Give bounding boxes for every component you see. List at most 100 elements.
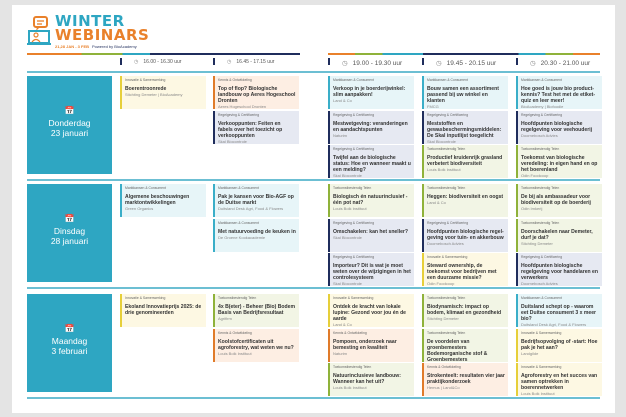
- category-label: Kennis & Ontwikkeling: [218, 78, 252, 82]
- row-divider: [27, 179, 600, 181]
- laptop-chat-icon: [27, 16, 51, 45]
- category-label: Innovatie & Samenwerking: [333, 296, 374, 300]
- powered-by: Powered by BioAcademy: [92, 44, 137, 49]
- webinar-organizer: Stichting Demeter: [427, 316, 459, 321]
- color-stripe: [27, 53, 300, 55]
- category-label: Toekomstbestendig Telen: [521, 147, 560, 151]
- webinar-title: Natuurinclusieve landbouw: Wanneer kan h…: [333, 373, 401, 385]
- webinar-title: Agroforestry en het succes van samen opt…: [521, 373, 598, 391]
- webinar-title: Verkoop in je boerderijwinkel: slim aanp…: [333, 86, 406, 98]
- category-label: Marktkansen & Consument: [218, 221, 259, 225]
- webinar-title: Productief kruidenrijk grasland verbeter…: [427, 155, 503, 167]
- clock-icon: ◷: [530, 60, 536, 67]
- webinar-title: Doorschakelen naar Demeter, durf je dat?: [521, 229, 593, 241]
- category-label: Marktkansen & Consument: [521, 296, 562, 300]
- event-dates: 21,28 JAN - 3 FEB: [55, 44, 90, 49]
- webinar-title: Bedrijfsopvolging of -start: Hoe pak je …: [521, 339, 598, 351]
- row-divider: [27, 397, 600, 399]
- webinar-title: Strokenteelt: resultaten vier jaar prakt…: [427, 373, 505, 385]
- webinar-organizer: Stichting Demeter | BioAcademy: [125, 92, 183, 97]
- category-label: Kennis & Ontwikkeling: [333, 331, 367, 335]
- category-label: Regelgeving & Certificering: [333, 113, 375, 117]
- category-label: Regelgeving & Certificering: [521, 113, 563, 117]
- webinar-organizer: Skal Biocontrole: [427, 139, 456, 144]
- category-label: Toekomstbestendig Telen: [333, 186, 372, 190]
- time-slot-header: ◷19.45 - 20.15 uur: [422, 58, 496, 67]
- webinar-organizer: Odin Foodcoop: [521, 173, 549, 178]
- webinar-title: Boerentroonrede: [125, 86, 167, 92]
- webinar-title: Top of flop? Biologische landbouw op Aer…: [218, 86, 296, 104]
- webinar-organizer: Naturim: [333, 351, 348, 356]
- webinar-title: Toekomst van biologische veredeling: in …: [521, 155, 598, 173]
- webinar-title: De voordelen van groenbemesters Bodemorg…: [427, 339, 488, 362]
- category-label: Regelgeving & Certificering: [427, 113, 469, 117]
- category-label: Innovatie & Samenwerking: [125, 296, 166, 300]
- webinar-organizer: Green Organics: [125, 206, 154, 211]
- webinar-organizer: Louis Bolk Instituut: [521, 391, 555, 396]
- category-label: Regelgeving & Certificering: [333, 255, 375, 259]
- webinar-title: Biodynamisch: impact op bodem, klimaat e…: [427, 304, 502, 316]
- calendar-icon: 📅: [64, 214, 75, 223]
- webinar-title: Heggen: biodiversiteit en oogst: [427, 194, 504, 200]
- webinar-title: Twijfel aan de biologische status: Hoe e…: [333, 155, 411, 173]
- webinar-organizer: Louis Bolk Instituut: [218, 351, 252, 356]
- category-label: Marktkansen & Consument: [218, 186, 259, 190]
- webinar-title: Bouw samen een assortiment passend bij u…: [427, 86, 499, 104]
- webinar-title: Ontdek de kracht van lokale lupine: Gezo…: [333, 304, 407, 322]
- category-label: Toekomstbestendig Telen: [218, 296, 257, 300]
- category-label: Marktkansen & Consument: [521, 78, 562, 82]
- webinar-organizer: Doornebosch Advies: [521, 133, 558, 138]
- webinar-title: Duitsland schept op - waarom eet Duitse …: [521, 304, 597, 322]
- calendar-icon: 📅: [64, 106, 75, 115]
- scrollbar[interactable]: [615, 0, 626, 417]
- webinar-organizer: BioAcademy | Biofoodie: [521, 104, 564, 109]
- webinar-title: Pompoen, onderzoek naar bemesting en kwa…: [333, 339, 397, 351]
- webinar-organizer: Odin Foodcoop: [427, 281, 455, 286]
- time-slot-header: ◷16.45 - 17.15 uur: [213, 58, 274, 65]
- webinar-title: Meststoffen en gewasbeschermingsmiddelen…: [427, 121, 502, 139]
- webinar-organizer: Duitsland Desk Agri, Food & Flowers: [521, 322, 587, 327]
- webinar-title: Pak je kansen voor Bio-AGF op de Duitse …: [218, 194, 294, 206]
- category-label: Regelgeving & Certificering: [521, 255, 563, 259]
- webinar-organizer: Skal Biocontrole: [218, 139, 247, 144]
- webinar-organizer: Land & Co: [427, 200, 446, 205]
- category-label: Regelgeving & Certificering: [333, 221, 375, 225]
- webinar-organizer: Skal Biocontrole: [333, 173, 362, 178]
